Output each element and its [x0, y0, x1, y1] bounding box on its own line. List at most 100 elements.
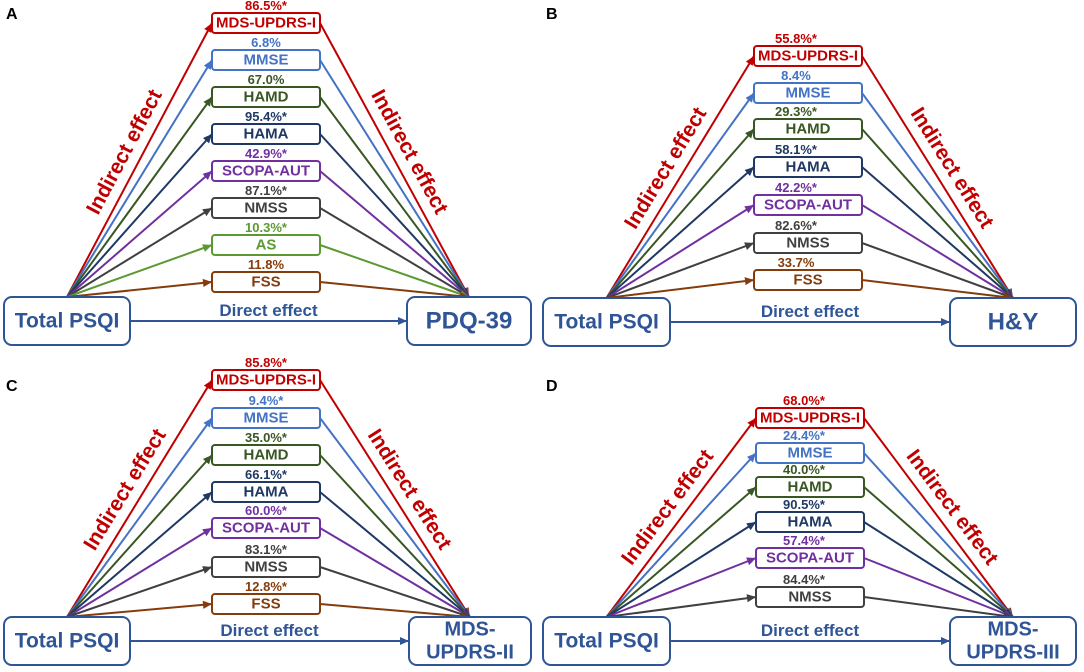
outcome-label-line: PDQ-39 [426, 308, 513, 335]
source-label: Total PSQI [15, 310, 120, 333]
mediator-box-hamd [211, 86, 321, 108]
mediator-box-hama [755, 511, 865, 533]
mediator-box-fss [211, 271, 321, 293]
mediator-label-hamd: HAMD [786, 121, 831, 138]
mediator-box-fss [211, 593, 321, 615]
mediated-percent-nmss: 83.1%* [245, 542, 288, 557]
mediated-percent-mds-updrs-i: 85.8%* [245, 355, 288, 370]
mediator-box-fss [753, 269, 863, 291]
mediator-box-mds-updrs-i [753, 45, 863, 67]
path-source-to-as [66, 244, 213, 298]
path-hama-to-outcome [861, 166, 1014, 299]
path-source-to-hamd [66, 96, 213, 298]
mediator-box-nmss [211, 197, 321, 219]
indirect-effect-label-left: Indirect effect [620, 103, 711, 233]
mediator-label-as: AS [256, 237, 277, 254]
path-as-to-outcome [319, 244, 470, 298]
path-source-to-hamd [605, 128, 755, 299]
mediator-box-hamd [211, 444, 321, 466]
path-mds-updrs-i-to-outcome [319, 22, 470, 298]
outcome-label-line: UPDRS-II [426, 642, 514, 664]
mediator-label-hama: HAMA [786, 159, 831, 176]
path-fss-to-outcome [319, 281, 470, 301]
mediated-percent-fss: 12.8%* [245, 579, 288, 594]
path-source-to-mds-updrs-i [605, 55, 755, 299]
path-fss-to-outcome [319, 603, 471, 621]
path-source-to-nmss [66, 207, 213, 298]
mediator-box-mmse [211, 407, 321, 429]
panel-label: D [546, 378, 558, 395]
mediator-label-hamd: HAMD [788, 479, 833, 496]
path-source-to-scopa-aut [66, 170, 213, 298]
path-hamd-to-outcome [319, 96, 470, 298]
source-label: Total PSQI [554, 311, 659, 334]
mediator-label-mds-updrs-i: MDS-UPDRS-I [216, 15, 316, 32]
mediator-label-scopa-aut: SCOPA-AUT [222, 163, 310, 180]
outcome-box [408, 616, 532, 666]
mediated-percent-hama: 66.1%* [245, 467, 288, 482]
outcome-label-line: MDS- [444, 619, 495, 641]
mediated-percent-fss: 11.8% [248, 257, 285, 272]
path-source-to-mmse [605, 452, 757, 618]
path-scopa-aut-to-outcome [319, 170, 470, 298]
path-nmss-to-outcome [863, 596, 1014, 620]
mediator-label-mmse: MMSE [786, 85, 831, 102]
mediated-percent-scopa-aut: 57.4%* [783, 533, 826, 548]
path-source-to-mds-updrs-i [66, 22, 213, 298]
path-source-to-nmss [606, 242, 755, 299]
path-mmse-to-outcome [863, 452, 1014, 618]
indirect-effect-label-right: Indirect effect [906, 103, 998, 232]
path-mmse-to-outcome [861, 92, 1014, 299]
mediator-label-mmse: MMSE [244, 410, 289, 427]
mediator-box-nmss [753, 232, 863, 254]
mediated-percent-mds-updrs-i: 55.8%* [775, 31, 818, 46]
mediated-percent-scopa-aut: 42.9%* [245, 146, 288, 161]
path-source-to-scopa-aut [605, 204, 755, 299]
path-source-to-mmse [605, 92, 755, 299]
panel-label: A [6, 6, 18, 23]
mediated-percent-mmse: 6.8% [251, 35, 281, 50]
mediator-box-mmse [753, 82, 863, 104]
mediated-percent-nmss: 84.4%* [783, 572, 826, 587]
source-box [3, 296, 131, 346]
panel-b: Direct effect MDS-UPDRS-I 55.8%* MMSE 8.4% HA… [542, 6, 1077, 347]
path-fss-to-outcome [861, 279, 1014, 301]
mediated-percent-scopa-aut: 42.2%* [775, 180, 818, 195]
path-source-to-mmse [66, 59, 213, 298]
mediated-percent-fss: 33.7% [778, 255, 815, 270]
mediator-label-hamd: HAMD [244, 89, 289, 106]
mediated-percent-mmse: 24.4%* [783, 428, 826, 443]
mediator-label-nmss: NMSS [786, 235, 829, 252]
path-scopa-aut-to-outcome [319, 527, 471, 618]
mediator-box-hama [753, 156, 863, 178]
mediator-label-mds-updrs-i: MDS-UPDRS-I [758, 48, 858, 65]
mediated-percent-mmse: 9.4%* [249, 393, 285, 408]
mediated-percent-mmse: 8.4% [781, 68, 811, 83]
path-mmse-to-outcome [319, 417, 471, 618]
direct-effect-label: Direct effect [219, 301, 318, 320]
path-source-to-hama [66, 133, 213, 298]
mediator-label-mmse: MMSE [788, 445, 833, 462]
path-source-to-hamd [66, 454, 213, 618]
path-source-to-hama [605, 521, 757, 618]
path-hamd-to-outcome [861, 128, 1014, 299]
mediator-label-fss: FSS [251, 274, 280, 291]
outcome-label-line: H&Y [988, 309, 1039, 336]
path-mds-updrs-i-to-outcome [863, 417, 1014, 618]
outcome-box [949, 297, 1077, 347]
mediator-box-scopa-aut [211, 160, 321, 182]
path-mds-updrs-i-to-outcome [861, 55, 1014, 299]
panel-a: Direct effectMDS-UPDRS-I86.5%*MMSE6.8%HA… [3, 0, 532, 346]
mediated-percent-as: 10.3%* [245, 220, 288, 235]
path-hama-to-outcome [319, 133, 470, 298]
outcome-label-line: MDS- [987, 619, 1038, 641]
mediator-label-hama: HAMA [244, 126, 289, 143]
mediator-box-nmss [211, 556, 321, 578]
mediator-box-hamd [755, 476, 865, 498]
path-nmss-to-outcome [861, 242, 1014, 299]
path-hamd-to-outcome [863, 486, 1014, 618]
direct-effect-label: Direct effect [761, 302, 860, 321]
mediator-label-fss: FSS [251, 596, 280, 613]
path-source-to-hamd [605, 486, 757, 618]
path-source-to-hama [605, 166, 755, 299]
